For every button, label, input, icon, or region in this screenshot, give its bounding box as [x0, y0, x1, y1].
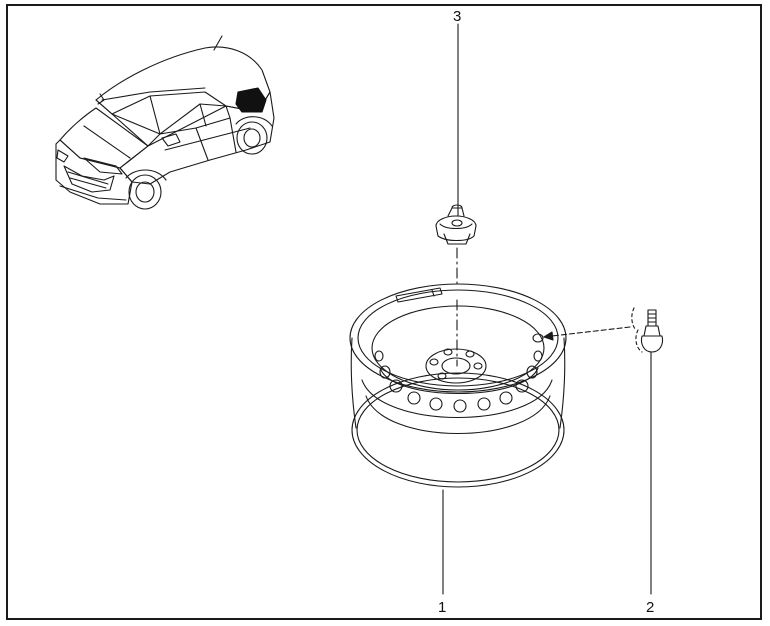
- callout-number-1: 1: [438, 599, 447, 616]
- callout-number-3: 3: [453, 8, 462, 25]
- wing-nut-part-3: [435, 204, 477, 245]
- callout-number-2: 2: [646, 599, 655, 616]
- valve-insertion-dash: [551, 326, 631, 337]
- valve-insertion-arrowhead: [543, 331, 554, 341]
- spare-wheel-location-marker: [235, 87, 267, 113]
- car-locator-illustration: [55, 35, 275, 210]
- steel-wheel-rim-part-1: [349, 283, 567, 488]
- tire-valve-part-2: [631, 307, 664, 353]
- diagram-frame: [6, 4, 762, 620]
